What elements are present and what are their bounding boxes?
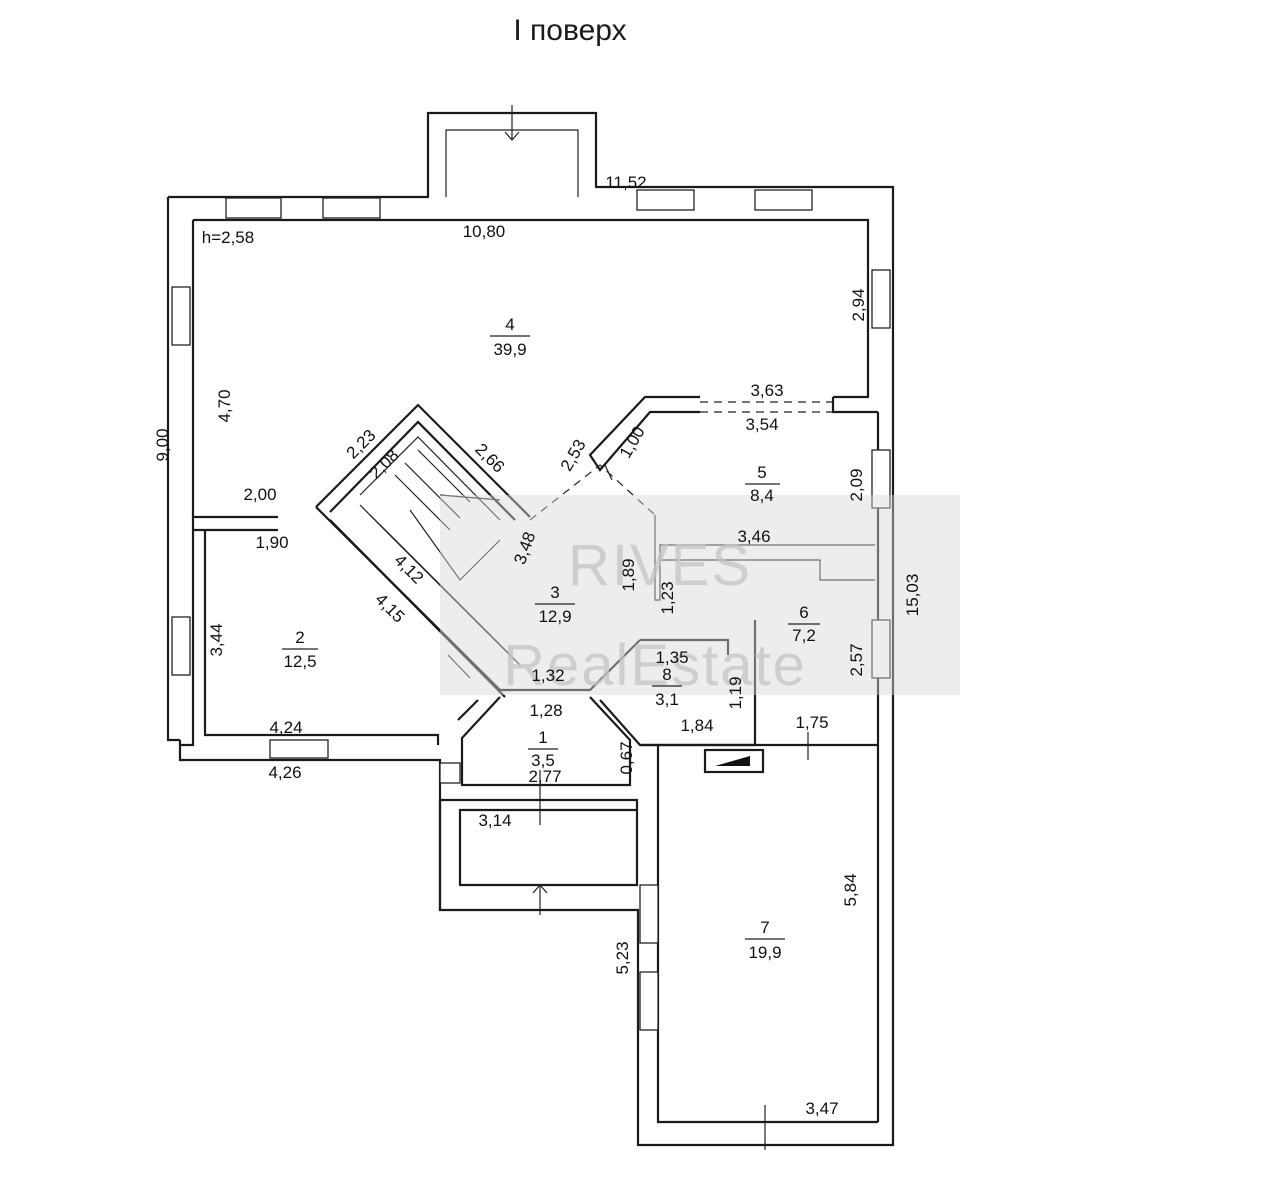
dim-corr-v1: 1,89 xyxy=(619,558,638,591)
room-1-label: 1 3,5 xyxy=(528,728,558,770)
dim-right-top: 2,94 xyxy=(849,288,868,321)
dim-r3-diag2: 4,12 xyxy=(390,551,427,588)
svg-text:7: 7 xyxy=(760,918,769,937)
dim-r7-bottom: 3,47 xyxy=(805,1099,838,1118)
dim-stair-a: 2,23 xyxy=(343,426,380,463)
dim-r5-top-outer: 3,63 xyxy=(750,381,783,400)
dim-r6-top: 3,46 xyxy=(737,527,770,546)
dim-r1-right: 0,67 xyxy=(617,741,636,774)
dim-height: h=2,58 xyxy=(202,228,254,247)
dim-stair-c: 2,66 xyxy=(471,440,508,477)
dim-total-right: 15,03 xyxy=(903,574,922,617)
svg-text:3,1: 3,1 xyxy=(655,690,679,709)
watermark: RIVES RealEstate xyxy=(440,495,960,698)
svg-text:12,5: 12,5 xyxy=(283,652,316,671)
svg-text:2: 2 xyxy=(295,628,304,647)
room-6-label: 6 7,2 xyxy=(788,603,820,645)
svg-text:4: 4 xyxy=(505,315,514,334)
dim-left-upper: 4,70 xyxy=(215,389,234,422)
windows xyxy=(171,189,891,1031)
svg-text:19,9: 19,9 xyxy=(748,943,781,962)
dim-r2-diag: 4,15 xyxy=(371,590,408,627)
svg-text:6: 6 xyxy=(799,603,808,622)
svg-text:8,4: 8,4 xyxy=(750,486,774,505)
svg-text:3: 3 xyxy=(550,583,559,602)
dim-r2-top-outer: 2,00 xyxy=(243,485,276,504)
watermark-line1: RIVES xyxy=(568,533,752,598)
dim-r8-bottom: 1,84 xyxy=(680,716,713,735)
dim-r1-top-outer: 1,32 xyxy=(531,666,564,685)
watermark-line2: RealEstate xyxy=(503,633,807,698)
dim-r2-bottom-inner: 4,24 xyxy=(269,718,302,737)
room-2-label: 2 12,5 xyxy=(282,628,318,671)
dim-r6-bottom: 1,75 xyxy=(795,713,828,732)
dim-r8-top: 1,35 xyxy=(655,648,688,667)
room-8-label: 8 3,1 xyxy=(652,665,682,709)
svg-text:3,5: 3,5 xyxy=(531,751,555,770)
dim-r8-right: 1,19 xyxy=(726,676,745,709)
opening-lines xyxy=(529,401,833,521)
dim-r7-left: 5,23 xyxy=(613,941,632,974)
dim-r7-right: 5,84 xyxy=(841,873,860,906)
dim-r1-top-inner: 1,28 xyxy=(529,701,562,720)
svg-text:8: 8 xyxy=(662,665,671,684)
fireplace-icon xyxy=(703,748,765,774)
dim-porch-width: 3,14 xyxy=(478,811,511,830)
dim-r5-right: 2,09 xyxy=(847,468,866,501)
dim-r2-bottom-outer: 4,26 xyxy=(268,763,301,782)
room-labels: 4 39,9 5 8,4 3 12,9 6 7,2 2 12,5 8 3,1 xyxy=(282,315,820,962)
dim-r6-right: 2,57 xyxy=(847,643,866,676)
dim-left-total: 9,00 xyxy=(153,428,172,461)
stair-treads xyxy=(359,436,521,666)
dim-corr-v2: 1,23 xyxy=(658,581,677,614)
floor-title: I поверх xyxy=(513,14,626,47)
room-7-label: 7 19,9 xyxy=(745,918,785,962)
svg-text:1: 1 xyxy=(538,728,547,747)
svg-text:7,2: 7,2 xyxy=(792,626,816,645)
room-5-label: 5 8,4 xyxy=(745,463,780,505)
dim-stair-d: 2,53 xyxy=(557,436,590,474)
dim-top-outer: 11,52 xyxy=(605,173,646,192)
door-marks xyxy=(447,105,809,1150)
dim-r2-left: 3,44 xyxy=(207,623,226,656)
dim-r5-top-inner: 3,54 xyxy=(745,415,778,434)
dim-r2-top-inner: 1,90 xyxy=(255,533,288,552)
room-4-label: 4 39,9 xyxy=(490,315,530,359)
svg-text:5: 5 xyxy=(757,463,766,482)
svg-text:39,9: 39,9 xyxy=(493,340,526,359)
dim-stair-e: 1,00 xyxy=(616,423,649,461)
dim-r1-bottom: 2,77 xyxy=(528,767,561,786)
dim-top-inner: 10,80 xyxy=(463,222,506,241)
room-3-label: 3 12,9 xyxy=(535,583,575,626)
svg-text:12,9: 12,9 xyxy=(538,607,571,626)
